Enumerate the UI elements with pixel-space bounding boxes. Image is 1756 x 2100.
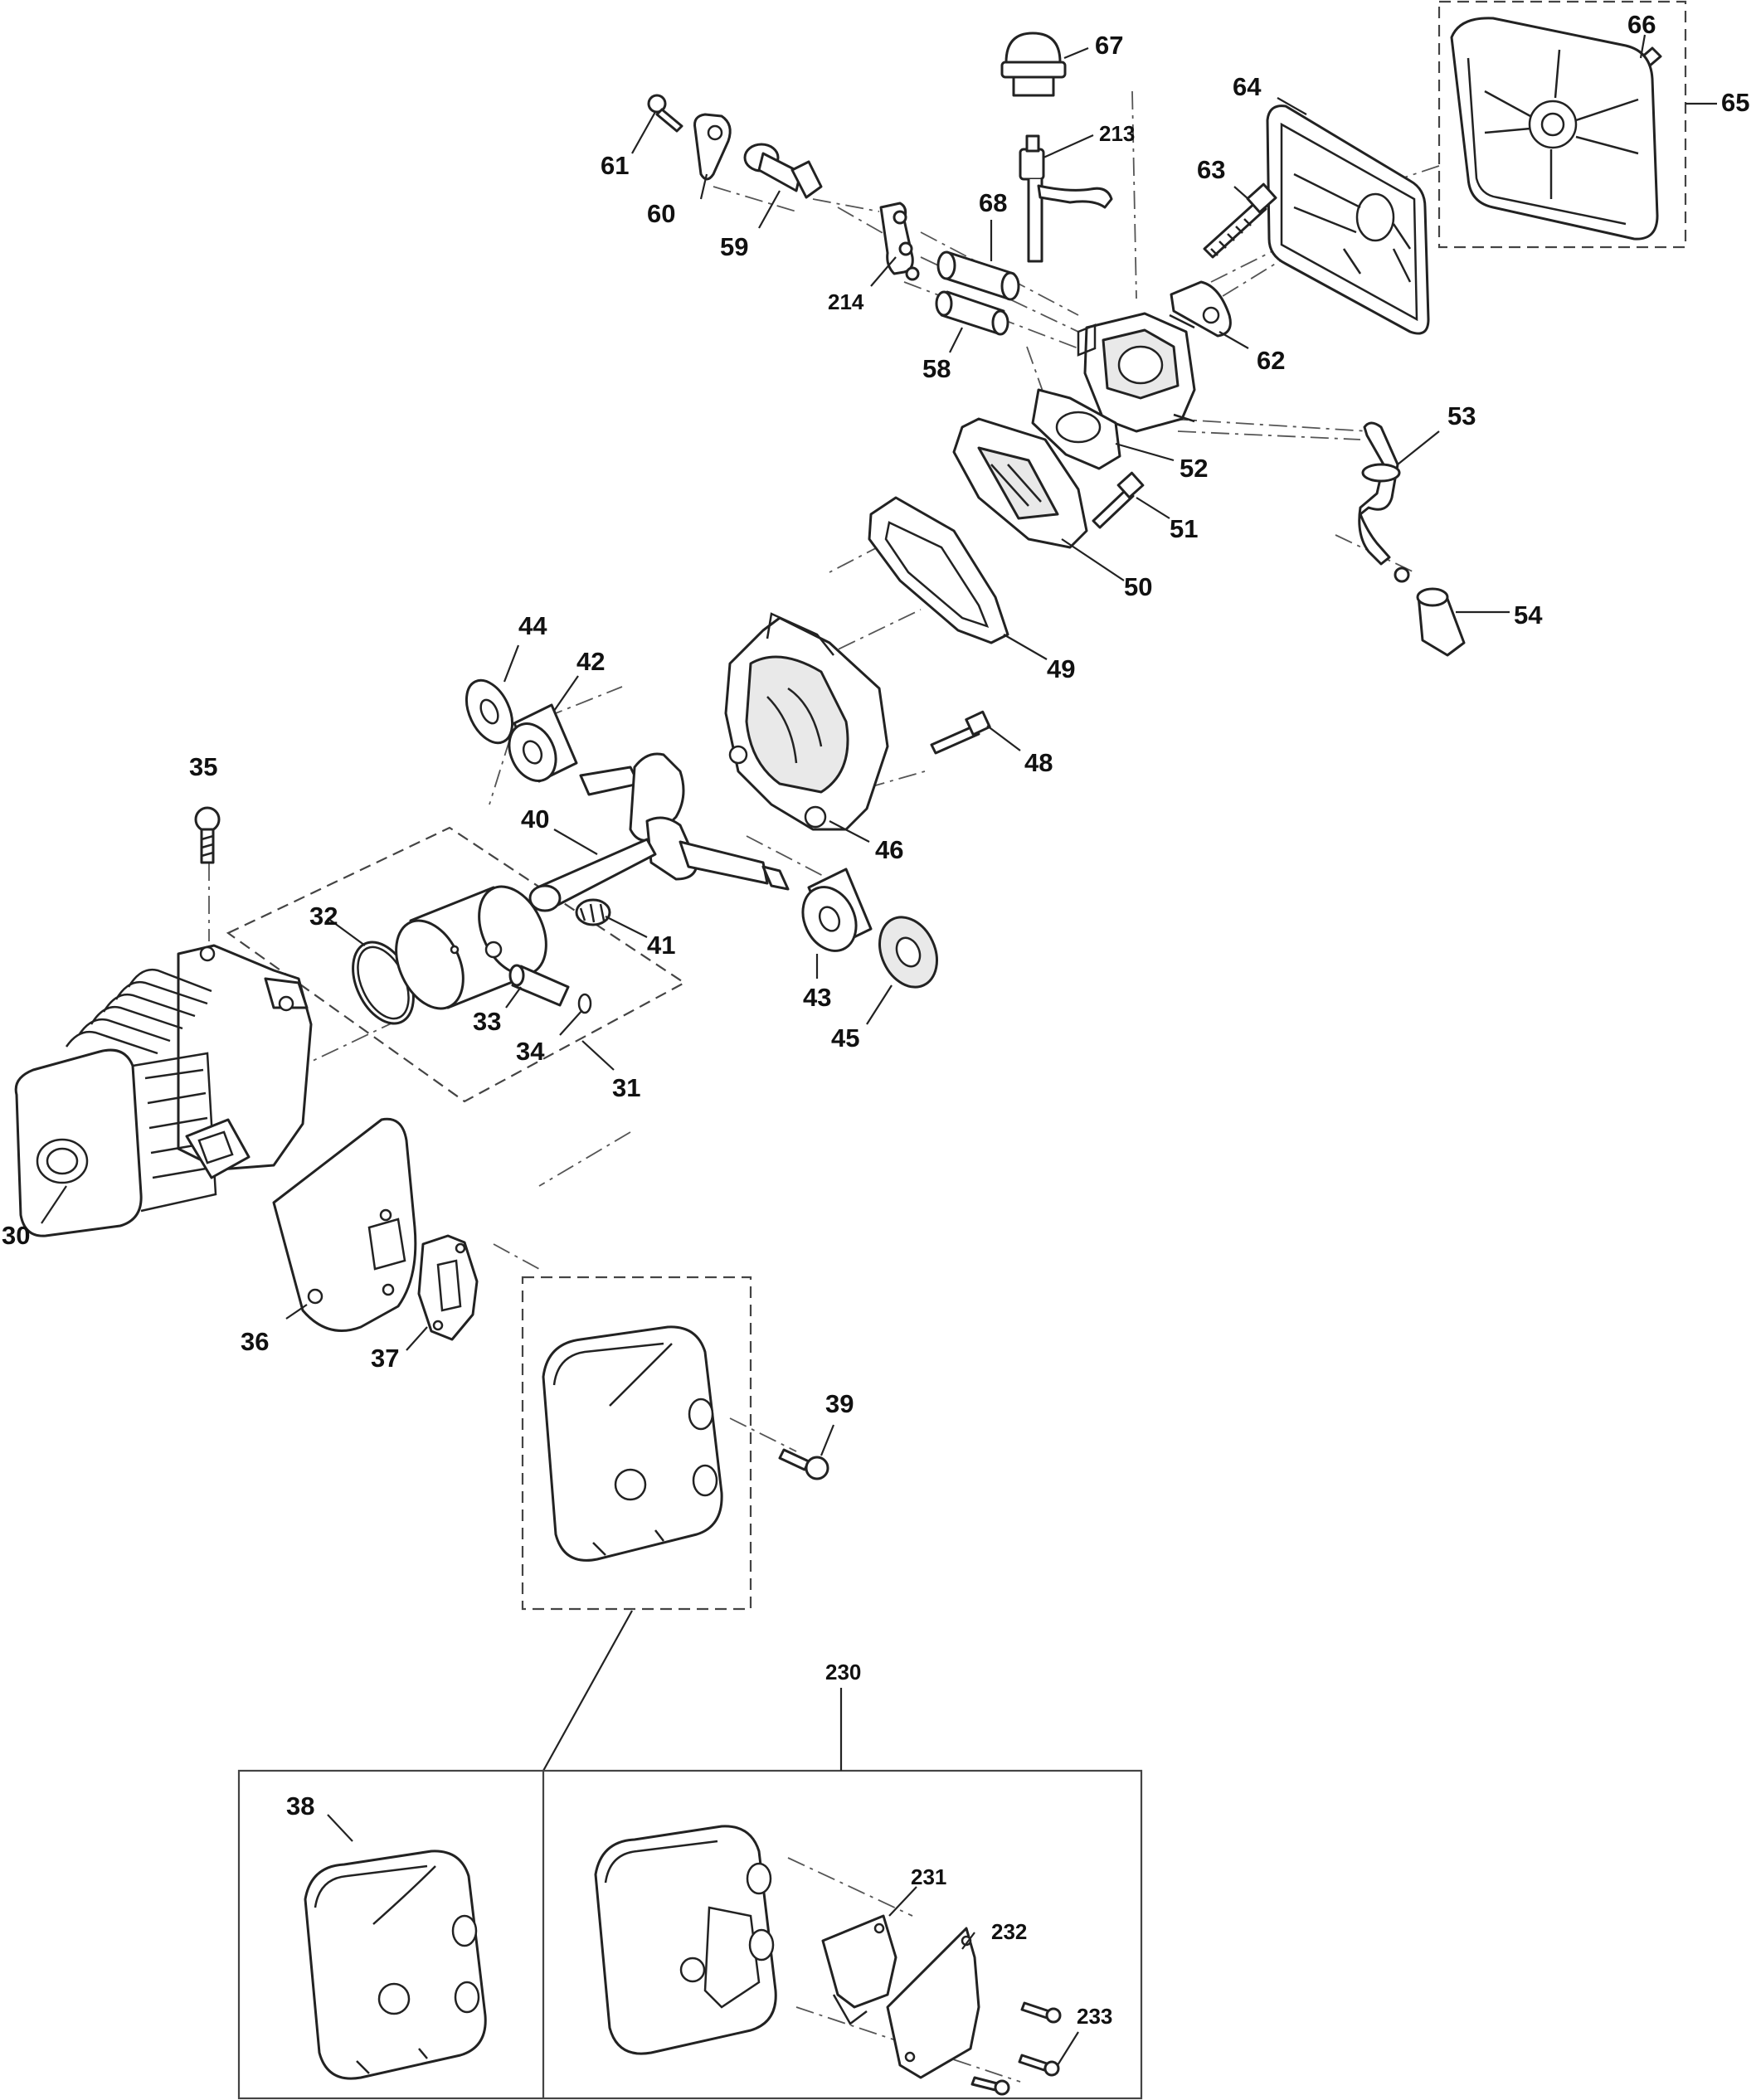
part-35-screw — [194, 806, 221, 864]
callout-34: 34 — [516, 1037, 545, 1066]
callout-38: 38 — [286, 1791, 314, 1820]
callout-numbers: 66 65 64 63 67 213 61 60 59 68 214 58 62… — [2, 10, 1749, 2029]
callout-67: 67 — [1095, 31, 1123, 60]
air-filter-assembly-frame — [1437, 0, 1717, 249]
part-65-air-filter-cover — [1450, 17, 1659, 241]
callout-65: 65 — [1721, 88, 1749, 117]
part-50-intake-manifold — [952, 417, 1088, 549]
callout-51: 51 — [1170, 514, 1198, 543]
piston-kit-frame — [226, 826, 687, 1103]
part-piston — [395, 885, 547, 1010]
callout-44: 44 — [518, 611, 547, 640]
part-64-filter-element — [1266, 105, 1430, 335]
callout-31: 31 — [612, 1073, 640, 1102]
part-carburetor — [1077, 312, 1196, 433]
part-46-crankcase — [724, 612, 889, 831]
callout-68: 68 — [979, 188, 1007, 217]
part-214-linkage — [879, 202, 920, 281]
callout-41: 41 — [647, 931, 675, 960]
callout-60: 60 — [647, 199, 675, 228]
assembly-centerlines — [208, 90, 1440, 2083]
callout-49: 49 — [1047, 654, 1075, 683]
part-63-long-bolt — [1203, 182, 1277, 259]
part-68-sleeve — [936, 250, 1020, 301]
part-34-circlip — [577, 993, 592, 1014]
part-51-bolt — [1092, 471, 1145, 529]
callout-54: 54 — [1514, 600, 1543, 630]
callout-64: 64 — [1233, 72, 1262, 101]
part-39-screw — [778, 1448, 829, 1480]
callout-230: 230 — [825, 1660, 861, 1684]
part-230-muffler-assembly — [594, 1825, 777, 2055]
part-43-bearing — [801, 868, 873, 952]
callout-59: 59 — [720, 232, 748, 261]
part-54-fuel-filter — [1394, 566, 1466, 657]
part-60-choke-lever — [693, 113, 732, 181]
part-38-muffler — [304, 1850, 487, 2080]
part-53-fuel-hose — [1358, 421, 1401, 566]
part-233-screws — [970, 2001, 1062, 2096]
callout-45: 45 — [831, 1023, 859, 1052]
part-30-cylinder — [14, 944, 313, 1237]
part-59-choke-shaft — [743, 143, 823, 199]
part-44-washer — [465, 678, 514, 745]
callout-30: 30 — [2, 1221, 30, 1250]
callout-39: 39 — [825, 1389, 854, 1418]
callout-231: 231 — [911, 1864, 946, 1889]
callout-66: 66 — [1627, 10, 1656, 39]
callout-232: 232 — [991, 1919, 1027, 1944]
part-52-gasket — [1031, 388, 1121, 470]
callout-61: 61 — [601, 151, 629, 180]
callout-37: 37 — [371, 1344, 399, 1373]
callout-43: 43 — [803, 983, 831, 1012]
callout-46: 46 — [875, 835, 903, 864]
part-36-heat-shield — [272, 1117, 417, 1332]
callout-52: 52 — [1180, 454, 1208, 483]
part-33-piston-pin — [508, 964, 570, 1007]
part-37-muffler-gasket — [417, 1234, 479, 1341]
callout-53: 53 — [1447, 401, 1476, 430]
callout-42: 42 — [576, 647, 605, 676]
muffler-frame — [521, 1276, 752, 1772]
callout-48: 48 — [1024, 748, 1053, 777]
callout-62: 62 — [1257, 346, 1285, 375]
part-42-bearing — [508, 703, 578, 783]
callout-214: 214 — [828, 289, 864, 314]
part-61-screw — [647, 94, 683, 133]
part-48-bolt — [930, 710, 991, 755]
callout-50: 50 — [1124, 572, 1152, 601]
part-muffler — [542, 1325, 723, 1562]
callout-40: 40 — [521, 805, 549, 834]
part-40-crankshaft — [528, 752, 790, 912]
callout-32: 32 — [309, 902, 338, 931]
callout-233: 233 — [1077, 2004, 1112, 2029]
part-213-fuel-fitting — [1019, 134, 1113, 263]
leader-lines — [41, 34, 1647, 2066]
part-49-gasket — [868, 496, 1009, 644]
part-58-sleeve — [935, 290, 1009, 336]
part-231-bracket — [821, 1914, 897, 2025]
part-67-primer-bulb — [1000, 32, 1067, 97]
part-62-bracket — [1170, 280, 1232, 338]
callout-35: 35 — [189, 752, 217, 781]
callout-63: 63 — [1197, 155, 1225, 184]
part-232-plate — [886, 1927, 980, 2079]
callout-213: 213 — [1099, 121, 1135, 146]
callout-58: 58 — [922, 354, 951, 383]
callout-33: 33 — [473, 1007, 501, 1036]
part-41-needle-bearing — [575, 898, 611, 926]
callout-36: 36 — [241, 1327, 269, 1356]
part-45-seal — [878, 916, 938, 989]
muffler-variant-table — [237, 1688, 1143, 2100]
